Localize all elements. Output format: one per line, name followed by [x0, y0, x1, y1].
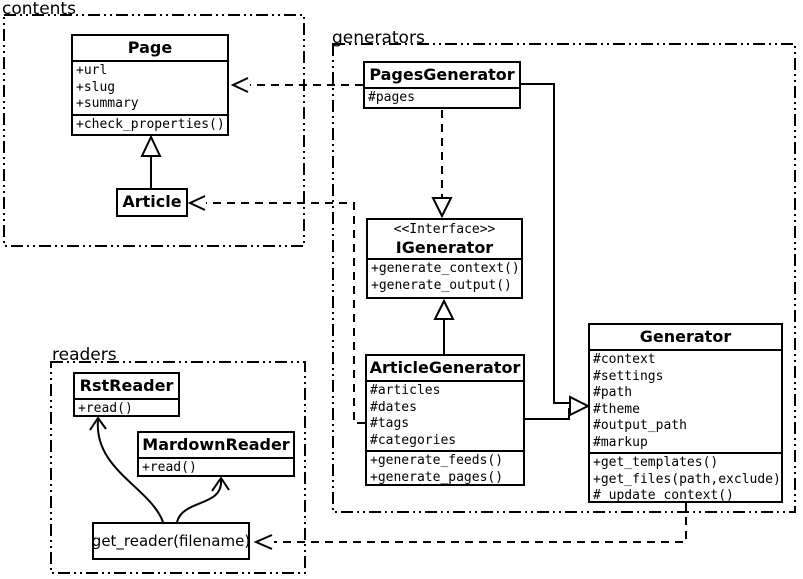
class-generator-attributes: #context #settings #path #theme #output_… [590, 349, 781, 452]
pagesgenerator-to-page-dependency-arrowhead [230, 77, 249, 93]
function-box-get-reader: get_reader(filename) [92, 522, 250, 560]
class-pagesgenerator-name: PagesGenerator [369, 65, 515, 84]
attribute: #output_path [593, 418, 687, 433]
articlegenerator-to-igenerator-generalization-triangle [433, 298, 455, 320]
method: +generate_output() [371, 277, 512, 293]
article-to-page-generalization-triangle [140, 134, 162, 157]
class-generator: Generator #context #settings #path #them… [588, 323, 783, 503]
getreader-to-mardownreader-arrowhead [211, 476, 230, 492]
attribute: #tags [370, 416, 410, 431]
attribute: #articles [370, 383, 441, 398]
articlegenerator-to-article-dependency-arrowhead [187, 195, 206, 211]
function-box-get-reader-label: get_reader(filename) [91, 532, 251, 550]
class-generator-methods: +get_templates() +get_files(path,exclude… [590, 452, 781, 503]
pagesgenerator-to-igenerator-realization-triangle [431, 197, 453, 219]
attribute: #settings [593, 368, 664, 384]
class-page-name: Page [127, 38, 173, 57]
class-page-methods: +check_properties() [73, 113, 227, 135]
generator-to-getreader-dependency-arrowhead [253, 534, 273, 550]
attribute: #pages [368, 90, 415, 105]
getreader-to-rstreader-line [96, 419, 164, 523]
class-igenerator-name: IGenerator [395, 238, 494, 257]
articlegenerator-to-generator-generalization-line [525, 408, 570, 420]
class-igenerator-stereotype: <<Interface>> [393, 222, 496, 237]
class-articlegenerator-name: ArticleGenerator [369, 358, 521, 377]
class-pagesgenerator-attributes: #pages [365, 87, 519, 107]
method: +get_templates() [593, 455, 719, 470]
package-frame-readers [50, 361, 306, 574]
class-article-name: Article [122, 192, 182, 211]
attribute: +slug [76, 79, 116, 95]
generator-generalization-triangle [569, 395, 591, 417]
method: #_update_context() [593, 488, 734, 503]
method: +get_files(path,exclude) [593, 471, 781, 487]
class-igenerator-header: <<Interface>> IGenerator [368, 220, 521, 258]
method: +check_properties() [76, 116, 225, 132]
articlegenerator-to-article-dependency-line [206, 202, 365, 424]
method: +read() [142, 460, 197, 475]
class-rstreader-name: RstReader [79, 376, 174, 395]
package-label-contents: contents [2, 0, 76, 19]
package-frame-generators [332, 43, 796, 513]
method: +generate_pages() [370, 469, 504, 485]
attribute: #dates [370, 399, 417, 415]
package-label-generators: generators [332, 28, 425, 48]
generator-to-getreader-dependency-line [274, 503, 687, 543]
class-mardownreader-methods: +read() [139, 457, 293, 475]
class-articlegenerator-attributes: #articles #dates #tags #categories [367, 380, 523, 450]
package-frame-contents [3, 14, 305, 247]
class-article: Article [116, 188, 188, 217]
class-igenerator: <<Interface>> IGenerator +generate_conte… [366, 218, 523, 299]
method: +generate_context() [371, 261, 520, 276]
attribute: #context [593, 352, 656, 367]
method: +generate_feeds() [370, 453, 504, 468]
package-label-readers: readers [52, 345, 117, 365]
getreader-to-mardownreader-line [176, 479, 223, 523]
class-articlegenerator: ArticleGenerator #articles #dates #tags … [365, 354, 525, 486]
class-articlegenerator-methods: +generate_feeds() +generate_pages() [367, 450, 523, 485]
class-igenerator-methods: +generate_context() +generate_output() [368, 258, 521, 295]
attribute: +summary [76, 96, 139, 111]
class-page: Page +url +slug +summary +check_properti… [71, 34, 229, 136]
getreader-to-rstreader-arrowhead [89, 416, 107, 431]
class-page-attributes: +url +slug +summary [73, 60, 227, 114]
class-rstreader-methods: +read() [75, 398, 178, 416]
attribute: #theme [593, 401, 640, 417]
class-rstreader: RstReader +read() [73, 372, 180, 417]
class-pagesgenerator: PagesGenerator #pages [363, 61, 521, 109]
attribute: #markup [593, 434, 648, 450]
class-mardownreader-name: MardownReader [142, 435, 290, 454]
pagesgenerator-to-generator-generalization-line [521, 83, 570, 404]
class-mardownreader: MardownReader +read() [137, 431, 295, 477]
attribute: +url [76, 63, 108, 78]
attribute: #path [593, 385, 633, 400]
method: +read() [78, 401, 133, 416]
class-generator-name: Generator [639, 327, 732, 346]
attribute: #categories [370, 432, 457, 448]
